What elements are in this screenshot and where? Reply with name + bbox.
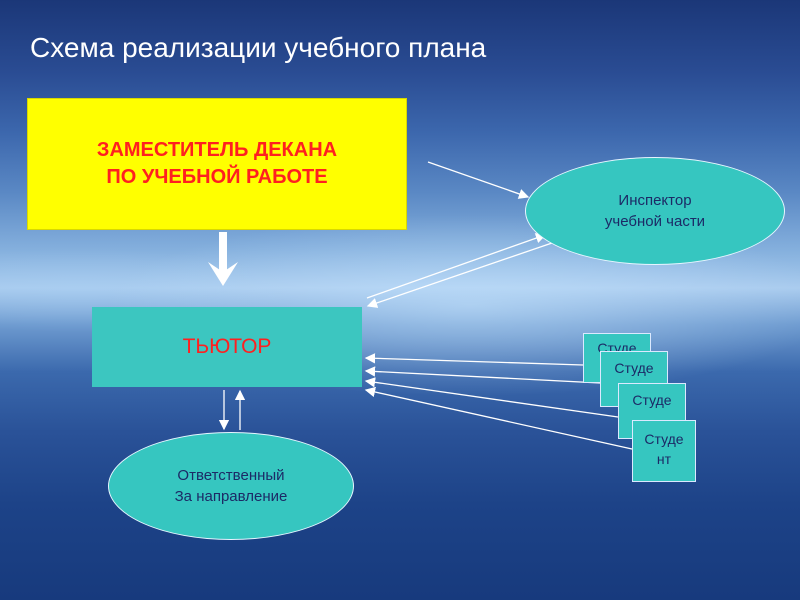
responsible-ellipse: Ответственный За направление [108, 432, 354, 540]
student-card-3-label: Студе [632, 392, 672, 408]
tutor-to-inspector-arrow [366, 233, 547, 299]
responsible-line-1: Ответственный [177, 467, 285, 484]
deputy-dean-line-2: ПО УЧЕБНОЙ РАБОТЕ [106, 166, 328, 188]
tutor-label: ТЬЮТОР [182, 335, 272, 358]
inspector-to-tutor-arrow [366, 242, 553, 308]
student-2-to-tutor-arrow [364, 366, 601, 384]
inspector-ellipse: Инспектор учебной части [525, 157, 785, 265]
tutor-box: ТЬЮТОР [92, 307, 362, 387]
inspector-line-2: учебной части [604, 213, 706, 230]
student-card-4: Студе нт [632, 420, 696, 482]
student-3-to-tutor-arrow [364, 377, 619, 418]
student-1-to-tutor-arrow [364, 353, 584, 366]
student-card-4-label: Студе нт [644, 431, 684, 467]
responsible-line-2: За направление [174, 488, 288, 505]
student-4-to-tutor-arrow [364, 386, 633, 450]
deputy-dean-line-1: ЗАМЕСТИТЕЛЬ ДЕКАНА [96, 139, 338, 161]
deputy-to-tutor-arrow [208, 232, 238, 286]
slide-title: Схема реализации учебного плана [30, 32, 487, 63]
student-card-2-label: Студе [614, 360, 654, 376]
deputy-to-inspector-arrow [427, 161, 530, 199]
deputy-dean-box: ЗАМЕСТИТЕЛЬ ДЕКАНА ПО УЧЕБНОЙ РАБОТЕ [27, 98, 407, 230]
inspector-line-1: Инспектор [618, 192, 692, 209]
